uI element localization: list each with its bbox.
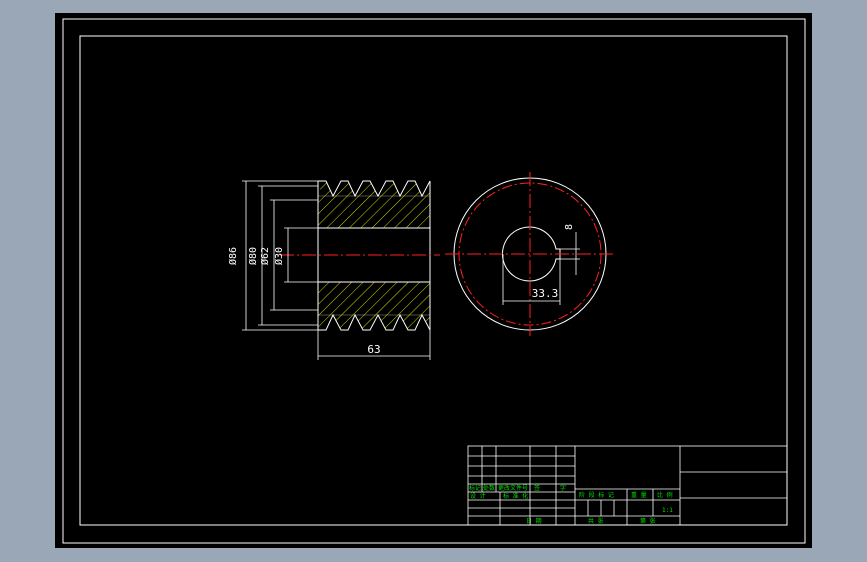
tb-label-char: 字 [560, 484, 566, 492]
inner-border [79, 35, 788, 526]
tb-label-sheet-total: 共 张 [588, 517, 604, 525]
dim-d62: Ø62 [259, 247, 271, 265]
lower-groove-profile [318, 313, 431, 331]
tb-label-weight: 重 量 [631, 491, 647, 499]
tb-label-stage: 阶 段 标 记 [579, 491, 614, 499]
tb-scale-value: 1:1 [662, 507, 673, 514]
dim-d80: Ø80 [247, 247, 259, 265]
outer-border [62, 18, 806, 544]
tb-label-count: 处数 [483, 484, 495, 492]
dim-key-width: 8 [564, 224, 575, 230]
tb-label-scale: 比 例 [657, 491, 673, 499]
tb-label-sign: 签 [534, 484, 540, 492]
tb-label-design: 设 计 [470, 492, 486, 500]
dim-length: 63 [367, 343, 380, 356]
title-block-labels: 标记 处数 更改文件号 签 字 设 计 标 准 化 阶 段 标 记 重 量 比 … [469, 484, 673, 525]
drawing-sheet [55, 13, 812, 548]
pulley-section-view: Ø86 Ø80 Ø62 Ø30 63 [227, 180, 440, 360]
dim-d30: Ø30 [273, 247, 285, 265]
dim-d86: Ø86 [227, 247, 239, 265]
tb-label-mark: 标记 [469, 484, 481, 492]
pulley-front-view: 8 33.3 [445, 172, 615, 336]
title-block [467, 445, 788, 526]
tb-label-sheet: 第 张 [640, 517, 656, 525]
tb-label-date: 日 期 [526, 517, 542, 525]
dim-key-depth: 33.3 [532, 287, 559, 300]
tb-label-standard: 标 准 化 [503, 492, 528, 500]
tb-label-doc: 更改文件号 [498, 484, 528, 492]
upper-groove-profile [318, 180, 431, 198]
